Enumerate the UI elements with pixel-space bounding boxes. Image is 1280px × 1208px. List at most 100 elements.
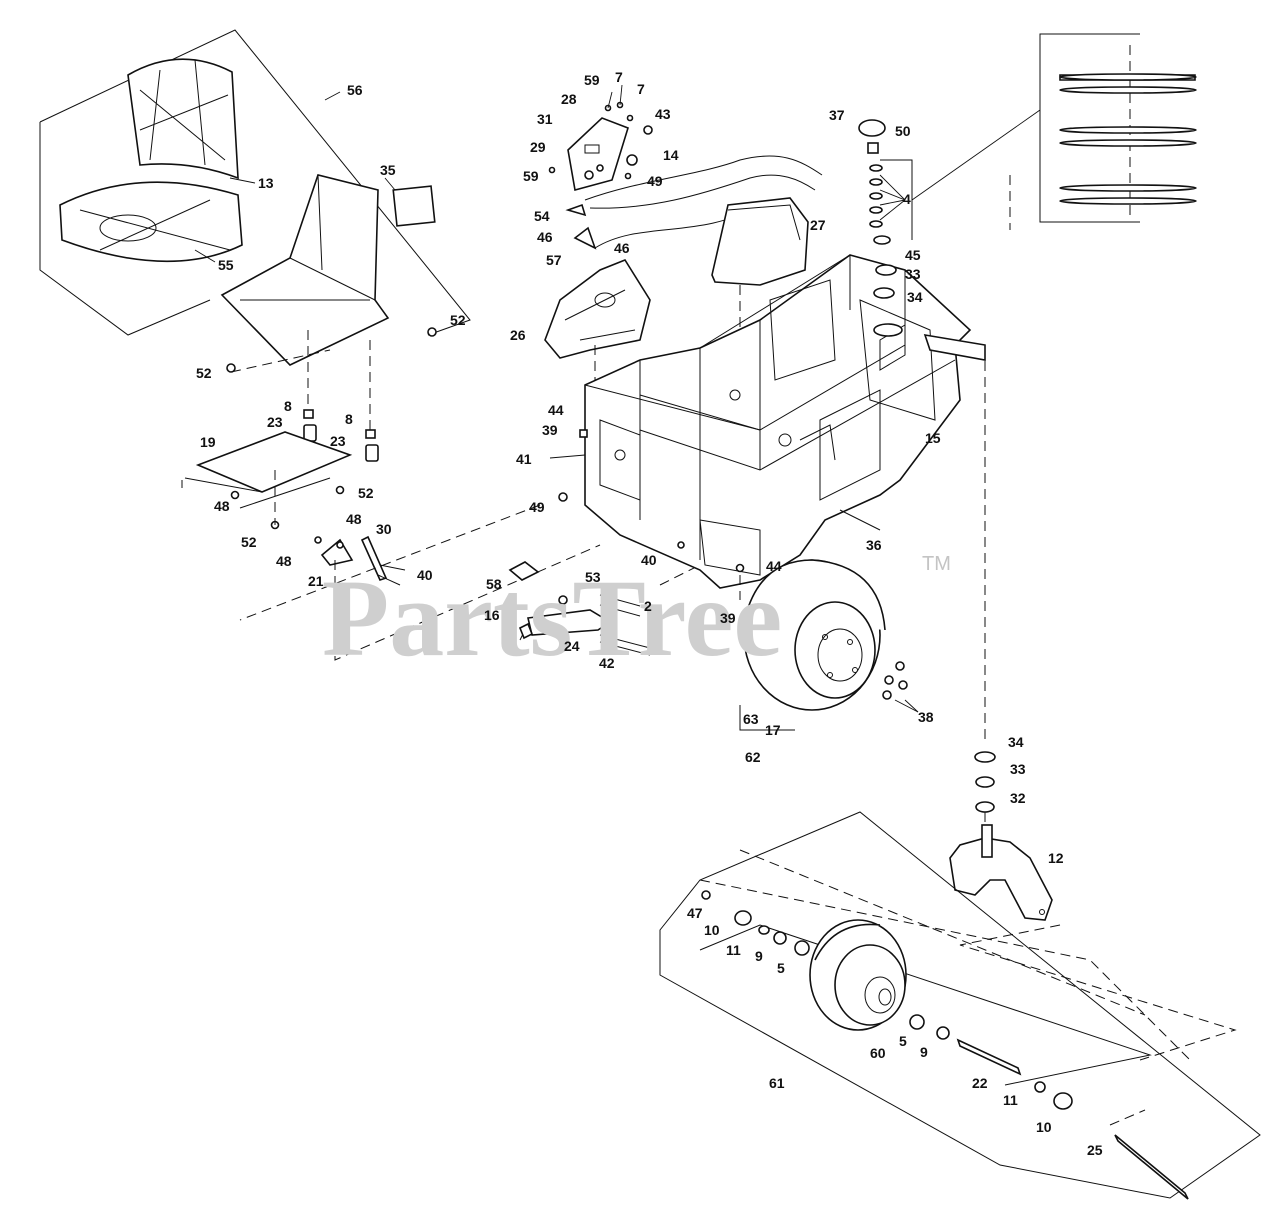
callout-50[interactable]: 50 bbox=[895, 123, 911, 139]
callout-11[interactable]: 11 bbox=[726, 942, 741, 958]
callout-48[interactable]: 48 bbox=[276, 553, 292, 569]
callout-40[interactable]: 40 bbox=[641, 552, 657, 568]
callout-59[interactable]: 59 bbox=[584, 72, 600, 88]
callout-47[interactable]: 47 bbox=[687, 905, 703, 921]
callout-46[interactable]: 46 bbox=[537, 229, 553, 245]
callout-52[interactable]: 52 bbox=[358, 485, 374, 501]
callout-9[interactable]: 9 bbox=[920, 1044, 928, 1060]
callout-25[interactable]: 25 bbox=[1087, 1142, 1103, 1158]
nut-52[interactable] bbox=[427, 327, 437, 337]
callout-16[interactable]: 16 bbox=[484, 607, 500, 623]
callout-21[interactable]: 21 bbox=[308, 573, 324, 589]
callout-8[interactable]: 8 bbox=[345, 411, 353, 427]
callout-48[interactable]: 48 bbox=[346, 511, 362, 527]
bolt-8[interactable] bbox=[303, 409, 314, 419]
callout-39[interactable]: 39 bbox=[720, 610, 736, 626]
callout-5[interactable]: 5 bbox=[777, 960, 785, 976]
callout-59[interactable]: 59 bbox=[523, 168, 539, 184]
callout-10[interactable]: 10 bbox=[1036, 1119, 1052, 1135]
fitting-47[interactable] bbox=[701, 890, 711, 900]
callout-44[interactable]: 44 bbox=[548, 402, 564, 418]
control-panel[interactable] bbox=[567, 117, 629, 192]
callout-40[interactable]: 40 bbox=[417, 567, 433, 583]
bolt-25[interactable] bbox=[1114, 1134, 1189, 1200]
seal-11[interactable] bbox=[758, 925, 770, 935]
callout-39[interactable]: 39 bbox=[542, 422, 558, 438]
seat-rail[interactable] bbox=[181, 431, 353, 509]
callout-5[interactable]: 5 bbox=[899, 1033, 907, 1049]
callout-17[interactable]: 17 bbox=[765, 722, 781, 738]
callout-61[interactable]: 61 bbox=[769, 1075, 785, 1091]
callout-15[interactable]: 15 bbox=[925, 430, 941, 446]
callout-27[interactable]: 27 bbox=[810, 217, 826, 233]
callout-52[interactable]: 52 bbox=[450, 312, 466, 328]
callout-34[interactable]: 34 bbox=[1008, 734, 1024, 750]
callout-33[interactable]: 33 bbox=[905, 266, 921, 282]
bolt-39[interactable] bbox=[579, 429, 588, 438]
callout-34[interactable]: 34 bbox=[907, 289, 923, 305]
callout-41[interactable]: 41 bbox=[516, 451, 532, 467]
callout-22[interactable]: 22 bbox=[972, 1075, 988, 1091]
console-right[interactable] bbox=[711, 197, 809, 286]
spacer-10[interactable] bbox=[734, 910, 752, 926]
isolator-23[interactable] bbox=[365, 444, 379, 462]
race-32[interactable] bbox=[975, 801, 995, 813]
seat-latch[interactable] bbox=[314, 535, 406, 586]
callout-53[interactable]: 53 bbox=[585, 569, 601, 585]
callout-38[interactable]: 38 bbox=[918, 709, 934, 725]
callout-9[interactable]: 9 bbox=[755, 948, 763, 964]
callout-33[interactable]: 33 bbox=[1010, 761, 1026, 777]
seat-cushion[interactable] bbox=[59, 58, 243, 263]
bolt-8[interactable] bbox=[365, 429, 376, 439]
callout-19[interactable]: 19 bbox=[200, 434, 216, 450]
callout-36[interactable]: 36 bbox=[866, 537, 882, 553]
axle-22[interactable] bbox=[956, 1038, 1022, 1076]
nut-52[interactable] bbox=[226, 363, 236, 373]
callout-42[interactable]: 42 bbox=[599, 655, 615, 671]
callout-23[interactable]: 23 bbox=[267, 414, 283, 430]
callout-23[interactable]: 23 bbox=[330, 433, 346, 449]
callout-37[interactable]: 37 bbox=[829, 107, 845, 123]
callout-43[interactable]: 43 bbox=[655, 106, 671, 122]
callout-24[interactable]: 24 bbox=[564, 638, 580, 654]
callout-31[interactable]: 31 bbox=[537, 111, 553, 127]
callout-35[interactable]: 35 bbox=[380, 162, 396, 178]
caster-fork[interactable] bbox=[949, 824, 1053, 921]
console-left[interactable] bbox=[544, 259, 651, 359]
callout-56[interactable]: 56 bbox=[347, 82, 363, 98]
seat-pan[interactable] bbox=[220, 174, 390, 366]
race-34[interactable] bbox=[974, 751, 996, 763]
callout-14[interactable]: 14 bbox=[663, 147, 679, 163]
callout-44[interactable]: 44 bbox=[766, 558, 782, 574]
main-frame[interactable] bbox=[584, 254, 986, 589]
callout-45[interactable]: 45 bbox=[905, 247, 921, 263]
callout-48[interactable]: 48 bbox=[214, 498, 230, 514]
callout-32[interactable]: 32 bbox=[1010, 790, 1026, 806]
bearing-5[interactable] bbox=[794, 940, 810, 956]
callout-29[interactable]: 29 bbox=[530, 139, 546, 155]
callout-26[interactable]: 26 bbox=[510, 327, 526, 343]
callout-58[interactable]: 58 bbox=[486, 576, 502, 592]
caster-wheel[interactable] bbox=[809, 919, 907, 1031]
callout-13[interactable]: 13 bbox=[258, 175, 274, 191]
bearing-33[interactable] bbox=[975, 776, 995, 788]
callout-62[interactable]: 62 bbox=[745, 749, 761, 765]
callout-46[interactable]: 46 bbox=[614, 240, 630, 256]
callout-7[interactable]: 7 bbox=[615, 69, 623, 85]
callout-57[interactable]: 57 bbox=[546, 252, 562, 268]
callout-11[interactable]: 11 bbox=[1003, 1092, 1018, 1108]
callout-2[interactable]: 2 bbox=[644, 598, 652, 614]
callout-30[interactable]: 30 bbox=[376, 521, 392, 537]
callout-52[interactable]: 52 bbox=[196, 365, 212, 381]
callout-7[interactable]: 7 bbox=[637, 81, 645, 97]
callout-60[interactable]: 60 bbox=[870, 1045, 886, 1061]
callout-54[interactable]: 54 bbox=[534, 208, 550, 224]
callout-28[interactable]: 28 bbox=[561, 91, 577, 107]
callout-12[interactable]: 12 bbox=[1048, 850, 1064, 866]
callout-49[interactable]: 49 bbox=[529, 499, 545, 515]
callout-10[interactable]: 10 bbox=[704, 922, 720, 938]
caster-spindle-stack[interactable] bbox=[858, 119, 897, 299]
callout-52[interactable]: 52 bbox=[241, 534, 257, 550]
callout-4[interactable]: 4 bbox=[903, 191, 911, 207]
bearing-9[interactable] bbox=[773, 931, 787, 945]
